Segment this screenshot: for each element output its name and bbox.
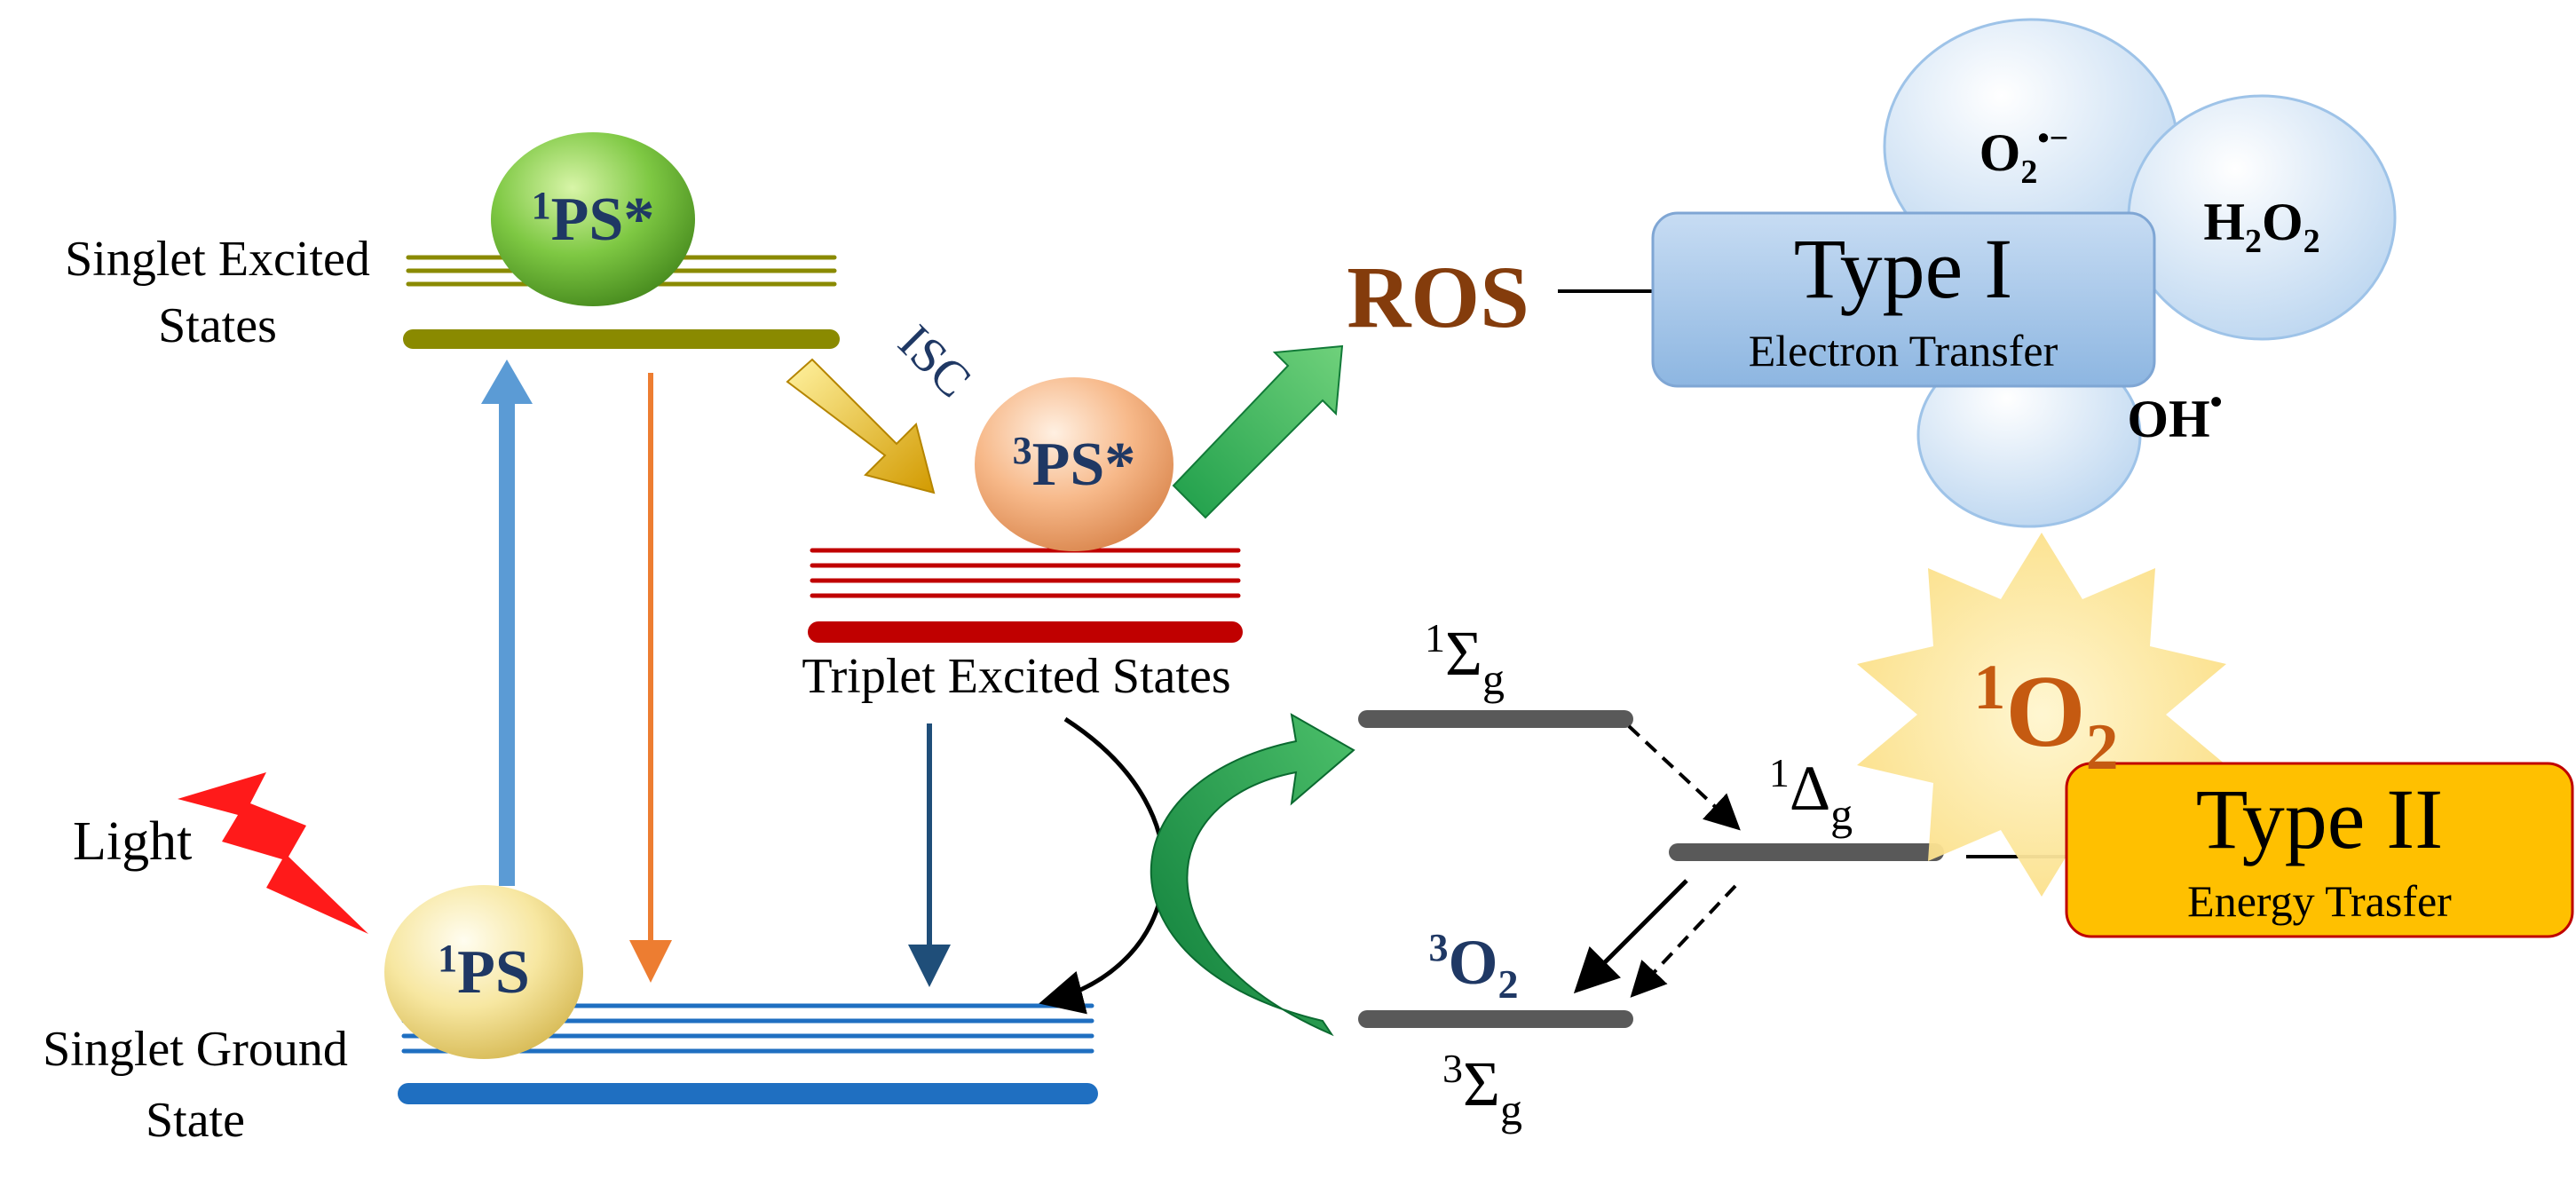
triplet-excited-label: Triplet Excited States — [802, 649, 1230, 704]
ps3-star-label: 3PS* — [1013, 429, 1136, 499]
type2-title: Type II — [2196, 771, 2443, 866]
type1-box — [1651, 211, 2156, 388]
excitation-arrow — [481, 360, 533, 886]
delta-to-ground-dashed-arrow — [1630, 884, 1737, 998]
o2-ground-label: 3O2 — [1428, 926, 1518, 1007]
singlet-excited-label-line2: States — [158, 298, 277, 353]
oxygen-levels — [1358, 710, 1944, 1028]
triplet-excited-levels — [808, 548, 1243, 643]
singlet-oxygen-label: 1O2 — [1973, 652, 2118, 784]
ps1-ground-label: 1PS — [438, 937, 530, 1007]
singlet-ground-label-line2: State — [146, 1093, 245, 1148]
isc-arrow — [786, 358, 936, 494]
ros-arrow — [1172, 344, 1344, 519]
ps1-ground-ball — [384, 885, 583, 1059]
peroxide-label: H2O2 — [2203, 193, 2319, 260]
isc-label: ISC — [888, 315, 981, 408]
light-bolt-icon — [178, 772, 368, 934]
singlet-excited-label-line1: Singlet Excited — [65, 232, 370, 287]
type2-subtitle: Energy Trasfer — [2187, 876, 2452, 926]
ps1-star-label: 1PS* — [532, 184, 655, 254]
light-label: Light — [73, 811, 192, 872]
superoxide-label: O2•− — [1979, 120, 2069, 191]
ps1-star-ball — [491, 132, 695, 306]
type1-title: Type I — [1794, 221, 2013, 316]
type1-subtitle: Electron Transfer — [1749, 326, 2058, 376]
hydroxyl-label: OH• — [2127, 382, 2222, 448]
type2-box — [2065, 762, 2574, 938]
ps3-star-ball — [975, 377, 1173, 551]
sigma-ground-label: 3Σg — [1442, 1046, 1522, 1135]
triplet-to-ground-arrow — [1039, 716, 1166, 1015]
ros-label: ROS — [1347, 248, 1529, 346]
sigma-upper-label: 1Σg — [1425, 615, 1505, 704]
sigma-to-delta-dashed-arrow — [1627, 724, 1741, 831]
delta-to-ground-arrow — [1573, 879, 1688, 994]
delta-label: 1Δg — [1769, 750, 1853, 839]
ros-bubbles — [1883, 18, 2397, 528]
singlet-ground-label-line1: Singlet Ground — [43, 1022, 348, 1077]
energy-transfer-curved-arrow — [1150, 713, 1355, 1037]
